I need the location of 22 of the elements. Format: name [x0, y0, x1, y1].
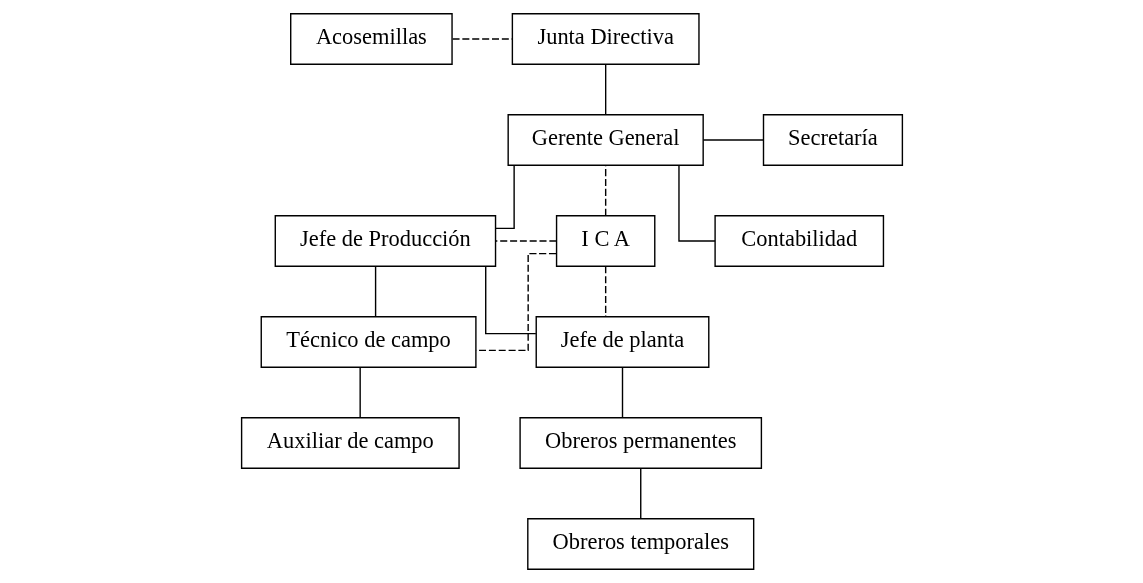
node-box: Técnico de campo — [260, 316, 477, 368]
connector — [621, 366, 623, 418]
node-box: I C A — [555, 215, 655, 267]
node-box: Jefe de Producción — [274, 215, 496, 267]
node-box: Auxiliar de campo — [240, 417, 460, 469]
node-box: Secretaría — [762, 114, 903, 166]
connector — [494, 164, 515, 230]
connector — [374, 265, 376, 317]
connector — [358, 366, 361, 418]
node-box: Junta Directiva — [511, 13, 700, 65]
connector — [639, 467, 641, 519]
node-box: Gerente General — [506, 114, 704, 166]
connector — [494, 240, 557, 242]
connector — [604, 63, 606, 115]
node-box: Contabilidad — [713, 215, 884, 267]
node-box: Jefe de planta — [535, 316, 709, 368]
connector — [484, 265, 537, 335]
node-box: Acosemillas — [289, 13, 453, 65]
node-box: Obreros permanentes — [518, 417, 762, 469]
node-box: Obreros temporales — [526, 518, 754, 570]
connector — [677, 164, 716, 242]
connector — [702, 139, 764, 141]
